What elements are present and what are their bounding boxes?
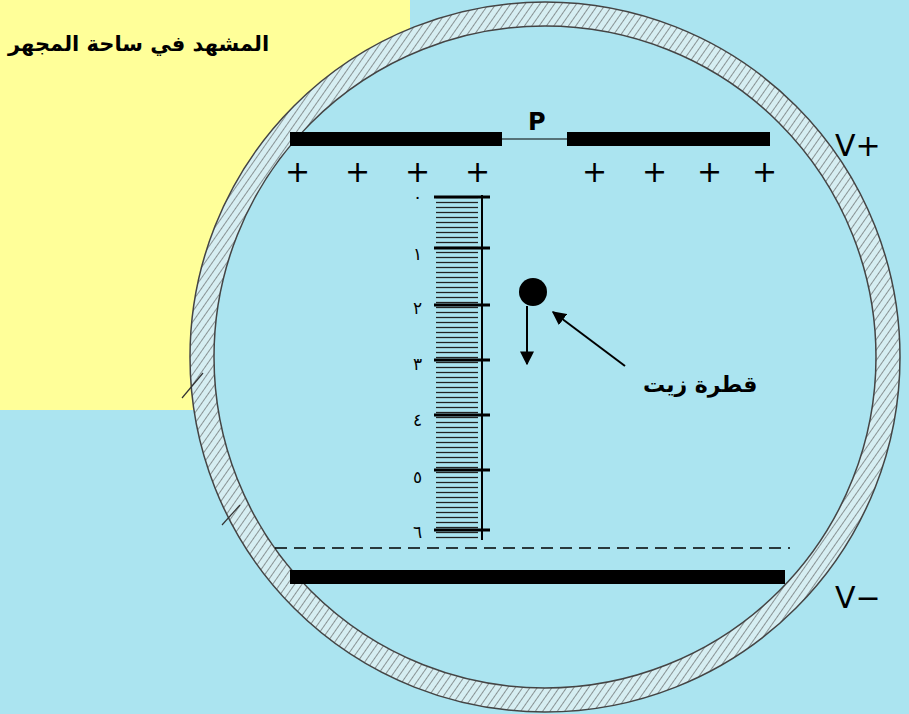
major-tick bbox=[434, 247, 490, 250]
major-tick bbox=[434, 304, 490, 307]
oil-drop bbox=[519, 278, 547, 306]
voltage-label: V+ bbox=[835, 131, 881, 161]
scale-number: ٦ bbox=[413, 524, 422, 541]
fall-arrow bbox=[526, 306, 528, 364]
major-tick bbox=[434, 414, 490, 417]
charge-sign: + bbox=[582, 157, 607, 187]
scale-number: ٣ bbox=[413, 356, 422, 373]
charge-sign: + bbox=[405, 157, 430, 187]
upper-plate bbox=[567, 132, 770, 146]
major-tick bbox=[434, 529, 490, 532]
dashed-line bbox=[275, 547, 790, 549]
scale-number: ٢ bbox=[413, 300, 422, 317]
charge-sign: + bbox=[345, 157, 370, 187]
ring-mark bbox=[182, 373, 203, 398]
plate-hole bbox=[502, 138, 567, 139]
lower-plate bbox=[290, 570, 785, 584]
charge-sign: + bbox=[697, 157, 722, 187]
scale-number: ٤ bbox=[413, 412, 422, 429]
callout-label: قطرة زيت bbox=[643, 374, 757, 396]
part-label: P bbox=[528, 110, 546, 134]
scale-number: ٠ bbox=[413, 189, 422, 206]
title: المشهد في ساحة المجهر bbox=[8, 32, 269, 56]
leader-arrow bbox=[553, 312, 625, 366]
charge-sign: + bbox=[465, 157, 490, 187]
major-tick bbox=[434, 469, 490, 472]
major-tick bbox=[434, 359, 490, 362]
scale-number: ٥ bbox=[413, 469, 422, 486]
charge-sign: + bbox=[285, 157, 310, 187]
ring-mark bbox=[222, 505, 240, 525]
upper-plate bbox=[290, 132, 502, 146]
charge-sign: + bbox=[642, 157, 667, 187]
scale-ticks bbox=[434, 197, 490, 530]
scale-number: ١ bbox=[413, 246, 422, 263]
voltage-label: V− bbox=[835, 583, 881, 613]
ring-inner-edge bbox=[214, 26, 876, 688]
ring-outer-edge bbox=[190, 2, 900, 712]
eyepiece-ring bbox=[202, 14, 888, 700]
charge-sign: + bbox=[752, 157, 777, 187]
major-tick bbox=[434, 196, 490, 199]
